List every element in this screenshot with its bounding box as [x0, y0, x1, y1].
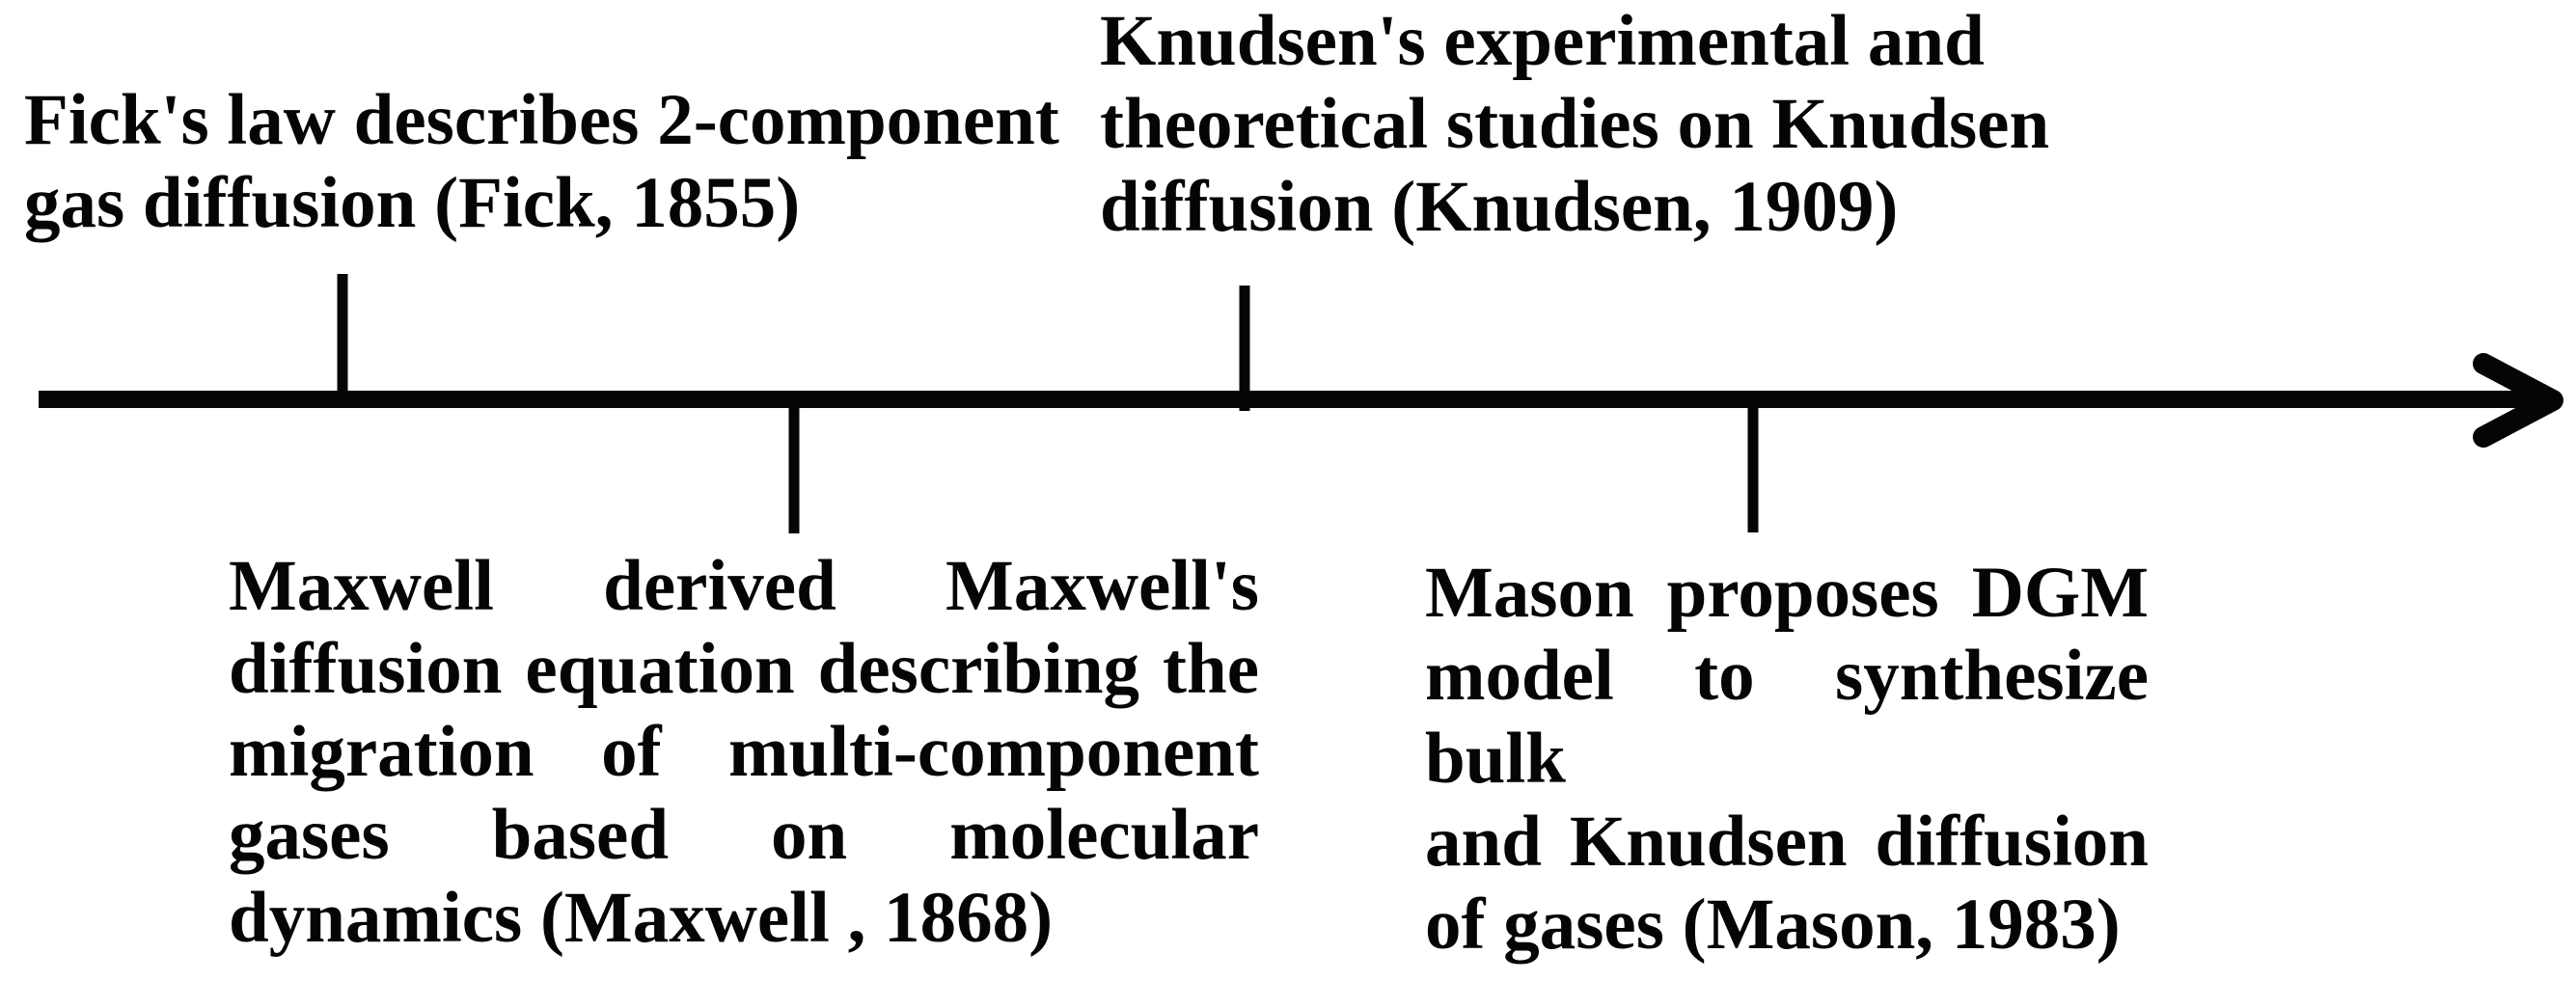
event-label-line: gases based on molecular	[229, 795, 1259, 875]
event-label-line: of gases (Mason, 1983)	[1425, 885, 2121, 965]
event-label-line: diffusion (Knudsen, 1909)	[1100, 167, 1899, 247]
event-label-maxwell: Maxwell derived Maxwell's diffusion equa…	[229, 545, 1259, 960]
event-label-knudsen: Knudsen's experimental and theoretical s…	[1100, 0, 2074, 249]
arrowhead-icon	[2473, 353, 2563, 448]
event-label-line: Fick's law describes 2-component	[24, 80, 1059, 160]
event-label-line: and Knudsen diffusion	[1425, 802, 2149, 882]
event-label-line: Maxwell derived Maxwell's	[229, 546, 1259, 626]
event-label-line: dynamics (Maxwell , 1868)	[229, 878, 1054, 958]
event-label-line: migration of multi-component	[229, 712, 1259, 792]
event-label-line: Knudsen's experimental and	[1100, 1, 1985, 81]
event-label-line: model to synthesize bulk	[1425, 636, 2149, 799]
event-label-mason: Mason proposes DGM model to synthesize b…	[1425, 552, 2149, 967]
event-label-fick: Fick's law describes 2-component gas dif…	[24, 79, 1066, 245]
event-label-line: Mason proposes DGM	[1425, 553, 2149, 633]
event-label-line: theoretical studies on Knudsen	[1100, 84, 2050, 164]
event-label-line: gas diffusion (Fick, 1855)	[24, 163, 801, 243]
event-label-line: diffusion equation describing the	[229, 629, 1259, 709]
